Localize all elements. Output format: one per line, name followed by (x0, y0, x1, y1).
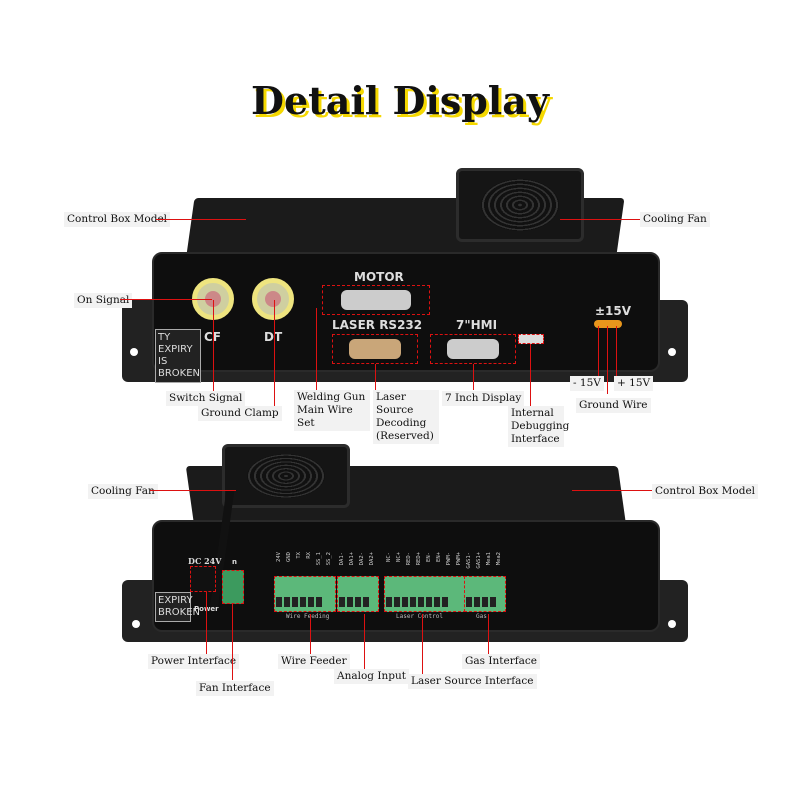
warranty-sticker: EXPIRY BROKEN (155, 592, 200, 622)
terminal-screw (426, 597, 432, 607)
terminal-screw (442, 597, 448, 607)
callout-minus-15v: - 15V (570, 376, 604, 391)
callout-ground-clamp: Ground Clamp (198, 406, 282, 421)
cf-label: CF (204, 330, 221, 344)
terminal-screw (316, 597, 322, 607)
dt-label: DT (264, 330, 282, 344)
mount-hole (130, 348, 138, 356)
page-title: Detail Display (251, 78, 549, 123)
mount-hole (668, 620, 676, 628)
dc24-label: DC 24V (188, 556, 222, 566)
v15-label: ±15V (595, 304, 632, 318)
terminal-screw (347, 597, 353, 607)
terminal-screw (474, 597, 480, 607)
warranty-sticker: TY EXPIRY IS BROKEN (155, 329, 201, 383)
terminal-pin-label: RED+ (416, 552, 422, 566)
terminal-group-label: Gas (476, 613, 487, 620)
terminal-pin-label: EN- (426, 552, 432, 562)
terminal-block (337, 576, 379, 612)
terminal-group-label: Laser Control (396, 613, 443, 620)
callout-internal-debugging: Internal Debugging Interface (508, 406, 569, 447)
callout-cooling-fan: Cooling Fan (640, 212, 710, 227)
terminal-pin-label: GAS1+ (476, 552, 482, 569)
terminal-screw (434, 597, 440, 607)
terminal-block (384, 576, 466, 612)
cooling-fan (222, 444, 350, 508)
terminal-pin-label: DA1- (339, 552, 345, 566)
terminal-screw (363, 597, 369, 607)
terminal-screw (482, 597, 488, 607)
terminal-screw (410, 597, 416, 607)
terminal-screw (386, 597, 392, 607)
laser-rs232-label: LASER RS232 (332, 318, 423, 332)
callout-power-interface: Power Interface (148, 654, 240, 669)
terminal-pin-label: RX (306, 552, 312, 559)
motor-port (322, 285, 430, 315)
terminal-block (464, 576, 506, 612)
hmi-label: 7"HMI (456, 318, 498, 332)
terminal-screw (355, 597, 361, 607)
terminal-screw (466, 597, 472, 607)
callout-control-box-model: Control Box Model (64, 212, 171, 227)
terminal-pin-label: RED- (406, 552, 412, 566)
callout-wire-feeder: Wire Feeder (278, 654, 350, 669)
terminal-pin-label: SS_2 (326, 552, 332, 566)
callout-7-inch-display: 7 Inch Display (442, 391, 525, 406)
callout-fan-interface: Fan Interface (196, 681, 274, 696)
terminal-group-label: Wire Feeding (286, 613, 330, 620)
callout-laser-source-decoding: Laser Source Decoding (Reserved) (373, 390, 439, 444)
front-panel (152, 252, 660, 372)
terminal-pin-label: PWM- (446, 552, 452, 566)
terminal-screw (394, 597, 400, 607)
dt-connector (252, 278, 294, 320)
terminal-pin-label: GAS1- (466, 552, 472, 569)
hmi-port (430, 334, 516, 364)
terminal-screw (339, 597, 345, 607)
callout-plus-15v: + 15V (614, 376, 654, 391)
terminal-pin-label: Mea1 (486, 552, 492, 566)
laser-rs232-port (332, 334, 418, 364)
callout-laser-source-interface: Laser Source Interface (408, 674, 537, 689)
terminal-pin-label: DA1+ (349, 552, 355, 566)
terminal-pin-label: NC+ (396, 552, 402, 562)
mount-hole (668, 348, 676, 356)
terminal-pin-label: TX (296, 552, 302, 559)
terminal-pin-label: NC- (386, 552, 392, 562)
terminal-screw (418, 597, 424, 607)
terminal-screw (292, 597, 298, 607)
terminal-screw (308, 597, 314, 607)
terminal-pin-label: EN+ (436, 552, 442, 562)
terminal-screw (490, 597, 496, 607)
terminal-pin-label: DA2- (359, 552, 365, 566)
callout-switch-signal: Switch Signal (166, 391, 246, 406)
debug-port (518, 334, 544, 344)
fan-port (222, 570, 244, 604)
motor-label: MOTOR (354, 270, 404, 284)
callout-on-signal: On Signal (74, 293, 133, 308)
power-jack (190, 566, 216, 592)
terminal-pin-label: Mea2 (496, 552, 502, 566)
terminal-pin-label: 24V (276, 552, 282, 562)
callout-gas-interface: Gas Interface (462, 654, 540, 669)
fan-label: n (232, 558, 237, 566)
callout-analog-input: Analog Input (334, 669, 409, 684)
terminal-screw (284, 597, 290, 607)
callout-welding-gun: Welding Gun Main Wire Set (294, 390, 370, 431)
terminal-screw (300, 597, 306, 607)
terminal-pin-label: GND (286, 552, 292, 562)
callout-control-box-model-2: Control Box Model (652, 484, 759, 499)
v15-header (594, 320, 622, 328)
terminal-block (274, 576, 336, 612)
terminal-pin-label: PWM+ (456, 552, 462, 566)
terminal-screw (276, 597, 282, 607)
cooling-fan (456, 168, 584, 242)
terminal-pin-label: DA2+ (369, 552, 375, 566)
callout-ground-wire: Ground Wire (576, 398, 651, 413)
terminal-screw (402, 597, 408, 607)
mount-hole (132, 620, 140, 628)
callout-cooling-fan-2: Cooling Fan (88, 484, 158, 499)
terminal-pin-label: SS_1 (316, 552, 322, 566)
